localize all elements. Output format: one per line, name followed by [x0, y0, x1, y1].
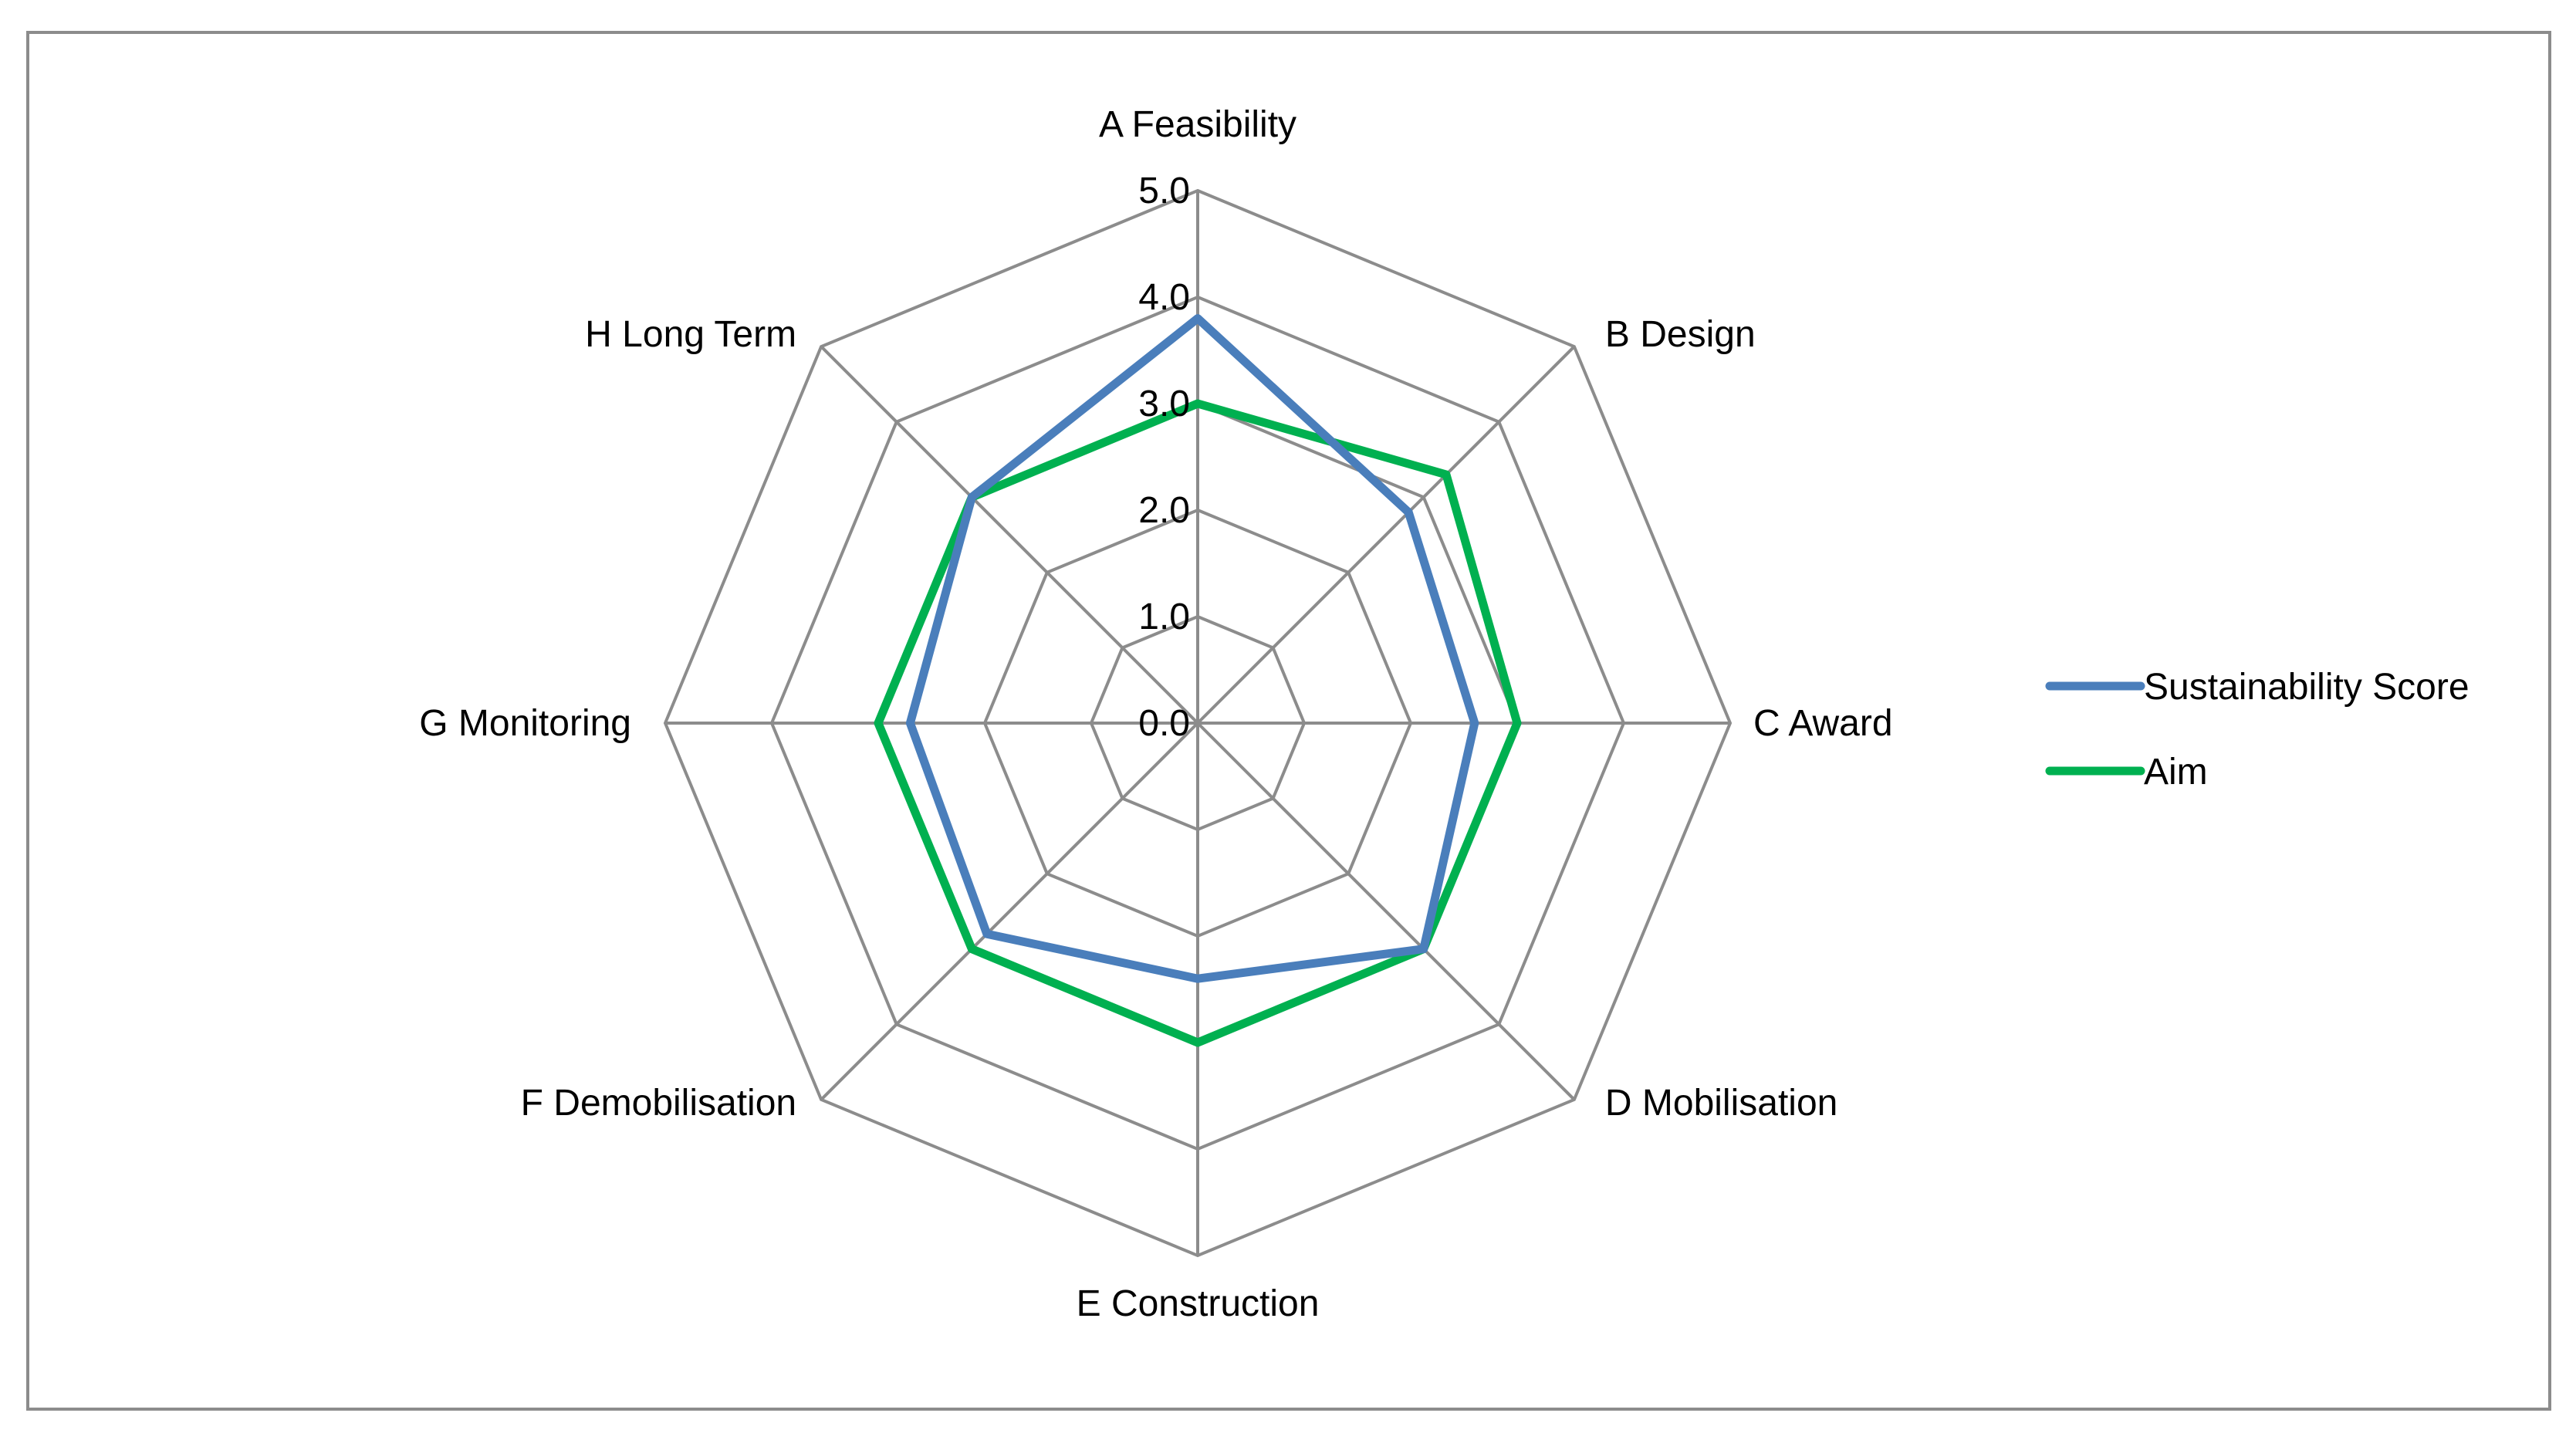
grid-spoke-2	[1196, 345, 1576, 725]
category-label: H Long Term	[585, 314, 796, 355]
category-labels: A Feasibility B Design C Award D Mobilisati…	[419, 104, 1892, 1324]
category-label: A Feasibility	[1099, 104, 1296, 145]
grid-spoke-4	[1196, 722, 1576, 1101]
legend-label: Sustainability Score	[2144, 667, 2470, 708]
tick-label: 1.0	[1138, 597, 1190, 637]
radar-grid	[663, 188, 1733, 1258]
series-line-2	[874, 399, 1522, 1047]
grid-spoke-6	[820, 722, 1199, 1101]
category-label: C Award	[1753, 703, 1893, 744]
series-line-1	[905, 314, 1479, 983]
radial-ticks: 0.0 1.0 2.0 3.0 4.0 5.0	[1138, 171, 1190, 744]
tick-label: 5.0	[1138, 171, 1190, 211]
tick-label: 3.0	[1138, 384, 1190, 424]
series-lines	[874, 314, 1522, 1047]
category-label: D Mobilisation	[1605, 1083, 1837, 1124]
tick-label: 2.0	[1138, 490, 1190, 531]
category-label: E Construction	[1077, 1283, 1320, 1324]
chart-frame: 0.0 1.0 2.0 3.0 4.0 5.0 A Feasibility B Design…	[26, 31, 2551, 1411]
tick-label: 0.0	[1138, 703, 1190, 744]
legend-label: Aim	[2144, 752, 2208, 793]
category-label: B Design	[1605, 314, 1756, 355]
category-label: G Monitoring	[419, 703, 631, 744]
category-label: F Demobilisation	[521, 1083, 796, 1124]
tick-label: 4.0	[1138, 277, 1190, 318]
radar-chart: 0.0 1.0 2.0 3.0 4.0 5.0 A Feasibility B Design…	[419, 104, 2470, 1324]
grid-spoke-8	[820, 345, 1199, 725]
